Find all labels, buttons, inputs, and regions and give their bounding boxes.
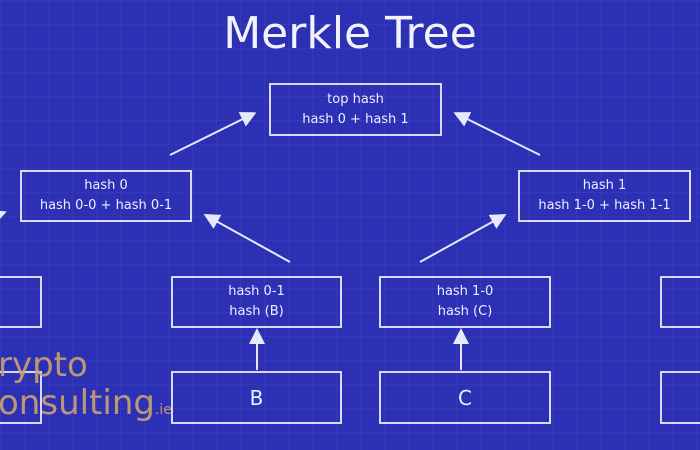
watermark-word: onsulting [0,383,155,423]
node-label: hash 0 [84,178,128,193]
node-label: top hash [327,91,384,107]
leaf-label: C [458,385,472,410]
node-hash-1-0: hash 1-0 hash (C) [379,276,551,328]
watermark-line-1: rypto [0,345,88,385]
node-hash-0-1: hash 0-1 hash (B) [171,276,342,328]
node-hash-0: hash 0 hash 0-0 + hash 0-1 [20,170,192,222]
node-hash-1-1-partial [660,276,700,328]
arrow-hash0-to-top [169,112,257,156]
watermark-suffix: .ie [154,402,172,418]
leaf-d-partial [660,371,700,424]
node-hash-0-0-partial [0,276,42,328]
watermark-logo: rypto onsulting.ie [0,346,172,429]
node-label: hash 0-1 [228,284,285,299]
node-formula: hash 0 + hash 1 [302,111,409,127]
node-formula: hash 1-0 + hash 1-1 [538,198,671,213]
arrow-hash1-to-top [453,112,541,156]
arrow-hash01-to-hash0 [203,214,291,263]
diagram-title: Merkle Tree [223,8,477,59]
arrow-hash10-to-hash1 [419,214,507,263]
node-top-hash: top hash hash 0 + hash 1 [269,83,442,136]
node-hash-1: hash 1 hash 1-0 + hash 1-1 [518,170,691,222]
leaf-b: B [171,371,342,424]
leaf-a-partial [0,371,42,424]
leaf-c: C [379,371,551,424]
node-formula: hash (C) [437,304,493,319]
node-formula: hash 0-0 + hash 0-1 [39,198,173,213]
node-label: hash 1 [582,178,627,193]
watermark-line-2: onsulting.ie [0,384,172,429]
leaf-label: B [249,385,264,410]
node-label: hash 1-0 [436,284,494,299]
node-formula: hash (B) [229,304,284,319]
arrow-hash00-to-hash0 [0,209,7,225]
